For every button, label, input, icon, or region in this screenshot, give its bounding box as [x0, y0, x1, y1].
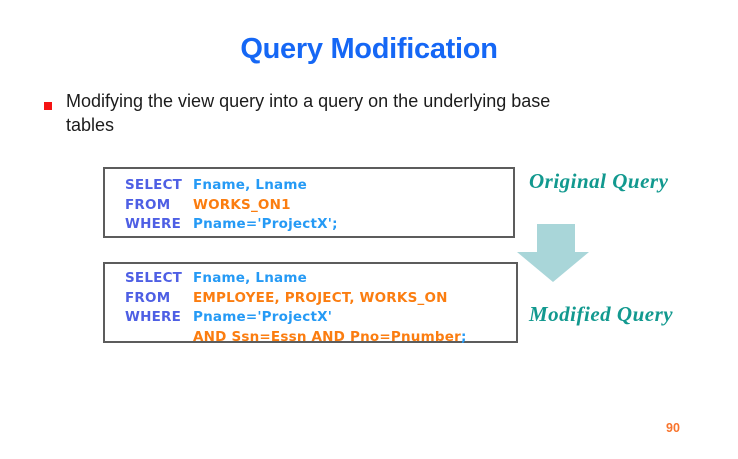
sql-row: AND Ssn=Essn AND Pno=Pnumber; — [125, 328, 516, 348]
sql-row: SELECT Fname, Lname — [125, 176, 513, 196]
sql-row: WHERE Pname='ProjectX'; — [125, 215, 513, 235]
sql-value: Fname, Lname — [193, 177, 307, 193]
sql-keyword: WHERE — [125, 309, 182, 325]
bullet-square-icon — [44, 102, 52, 110]
sql-keyword: SELECT — [125, 270, 183, 286]
sql-row: FROM EMPLOYEE, PROJECT, WORKS_ON — [125, 289, 516, 309]
sql-row: WHERE Pname='ProjectX' — [125, 308, 516, 328]
sql-keyword: WHERE — [125, 216, 182, 232]
sql-row: FROM WORKS_ON1 — [125, 196, 513, 216]
sql-value: Pname='ProjectX' — [193, 309, 333, 325]
bullet-text-line1: Modifying the view query into a query on… — [66, 91, 551, 111]
sql-keyword: SELECT — [125, 177, 183, 193]
sql-value: WORKS_ON1 — [193, 196, 291, 213]
down-arrow-icon — [517, 224, 589, 282]
sql-value: EMPLOYEE, PROJECT, WORKS_ON — [193, 289, 448, 306]
bullet-text-line2: tables — [66, 114, 115, 135]
original-query-box: SELECT Fname, Lname FROM WORKS_ON1 WHERE Pn… — [103, 167, 515, 238]
modified-query-label: Modified Query — [529, 302, 674, 326]
sql-value-semicolon: ; — [460, 328, 467, 345]
sql-row: SELECT Fname, Lname — [125, 269, 516, 289]
page-number: 90 — [666, 421, 680, 435]
sql-value: Pname='ProjectX'; — [193, 216, 338, 232]
sql-keyword: FROM — [125, 196, 171, 213]
sql-value: AND Ssn=Essn AND Pno=Pnumber — [193, 328, 461, 345]
sql-keyword: FROM — [125, 289, 171, 306]
bullet-text: Modifying the view query into a query on… — [66, 90, 686, 137]
original-query-label: Original Query — [529, 169, 669, 193]
modified-query-box: SELECT Fname, Lname FROM EMPLOYEE, PROJECT… — [103, 262, 518, 345]
page-title: Query Modification — [240, 33, 498, 65]
sql-value: Fname, Lname — [193, 270, 307, 286]
